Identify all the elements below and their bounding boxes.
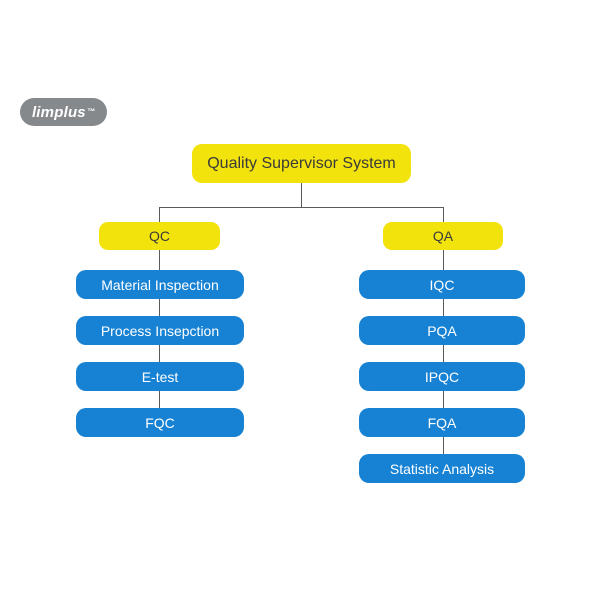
brand-logo-text: limplus [31,103,86,121]
node-fqc: FQC [76,408,244,437]
connector-branch-horizontal [159,207,444,208]
connector-qa-child-0 [443,250,444,270]
connector-qc-drop [159,207,160,222]
node-ipqc: IPQC [359,362,525,391]
connector-qc-child-0 [159,250,160,270]
connector-qc-child-3 [159,391,160,408]
node-material-inspection: Material Inspection [76,270,244,299]
node-process-inspection: Process Insepction [76,316,244,345]
connector-qc-child-1 [159,299,160,316]
node-fqa: FQA [359,408,525,437]
node-pqa: PQA [359,316,525,345]
node-branch-qa: QA [383,222,503,250]
node-branch-qc: QC [99,222,220,250]
node-e-test: E-test [76,362,244,391]
node-root-quality-supervisor-system: Quality Supervisor System [192,144,411,183]
connector-qa-child-3 [443,391,444,408]
connector-qa-child-1 [443,299,444,316]
connector-root-stem [301,183,302,207]
node-statistic-analysis: Statistic Analysis [359,454,525,483]
connector-qa-child-4 [443,437,444,454]
node-iqc: IQC [359,270,525,299]
connector-qa-child-2 [443,345,444,362]
connector-qc-child-2 [159,345,160,362]
trademark-symbol: ™ [86,106,96,116]
connector-qa-drop [443,207,444,222]
